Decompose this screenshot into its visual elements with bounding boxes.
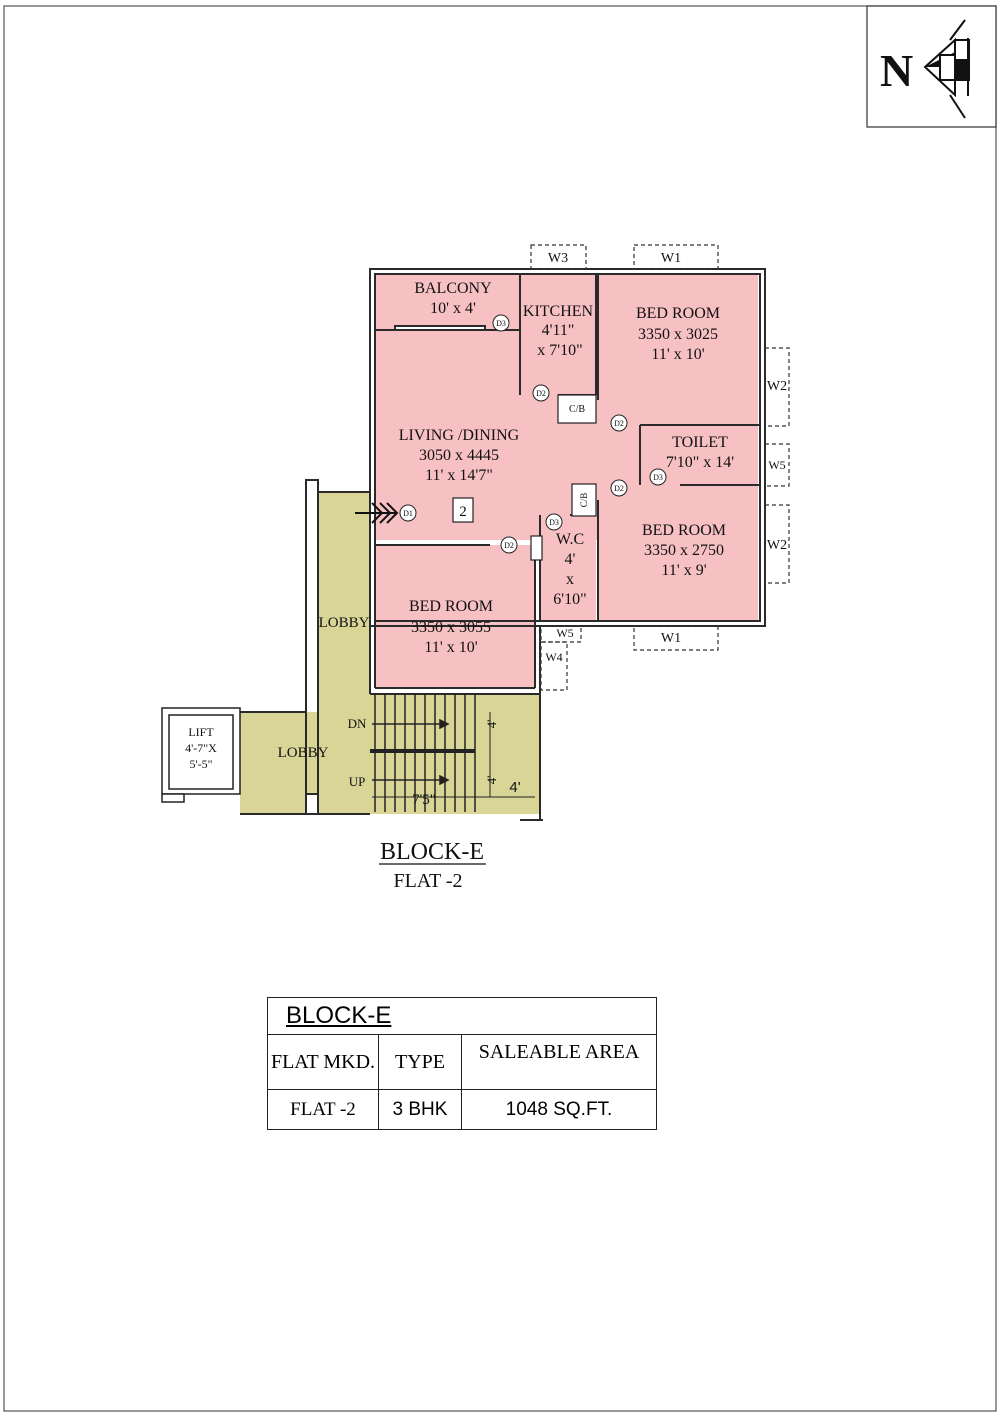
- table-title: BLOCK-E: [286, 1002, 392, 1029]
- table-cell-flat: FLAT -2: [267, 1089, 379, 1130]
- wc-size-2: x: [566, 571, 574, 588]
- flat-marker-box: [452, 497, 474, 523]
- kitchen-name: KITCHEN: [523, 303, 594, 320]
- bed2-size-ft: 11' x 9': [661, 562, 706, 579]
- table-header-area: SALEABLE AREA: [460, 1034, 658, 1090]
- lobby-horizontal-label: LOBBY: [278, 745, 329, 761]
- cupboard-wc-label: C/B: [579, 493, 589, 508]
- wc-fill: [540, 515, 596, 620]
- window-w2-lower-box: [764, 504, 790, 584]
- kitchen-size-1: 4'11": [542, 322, 575, 339]
- table-title-cell: BLOCK-E: [266, 997, 658, 1035]
- compass: N: [866, 5, 997, 128]
- windows: [530, 244, 790, 691]
- bed2-size-mm: 3350 x 2750: [644, 542, 724, 559]
- balcony-name: BALCONY: [414, 280, 492, 297]
- north-arrow-icon: [923, 19, 970, 119]
- window-w2-upper: W2: [767, 379, 787, 394]
- door-d3-wc: D3: [549, 518, 559, 527]
- stair-dn-label: DN: [348, 716, 367, 731]
- summary-table: BLOCK-E FLAT MKD. TYPE SALEABLE AREA FLA…: [266, 997, 658, 1130]
- wc-column: [530, 535, 543, 561]
- cupboards: [530, 394, 597, 561]
- walls: [240, 268, 766, 821]
- bed3-size-ft: 11' x 10': [424, 639, 477, 656]
- entry-arrow-icon: [355, 502, 399, 524]
- cupboard-kitchen: [557, 394, 597, 424]
- wc-size-1: 4': [565, 551, 576, 568]
- room-fills: [375, 275, 758, 688]
- lift: [161, 707, 241, 803]
- kitchen-size-2: x 7'10": [537, 342, 582, 359]
- stair-up-label: UP: [349, 774, 366, 789]
- wc-name: W.C: [556, 531, 584, 548]
- window-w4: W4: [545, 650, 562, 664]
- lobby-vertical-label: LOBBY: [319, 615, 370, 631]
- window-w3: W3: [548, 251, 568, 266]
- door-d2-bed2: D2: [614, 484, 624, 493]
- window-w1-top: W1: [661, 251, 681, 266]
- door-d2-bed3: D2: [504, 541, 514, 550]
- window-w1-bottom-box: [633, 625, 719, 651]
- lift-label: LIFT: [188, 725, 214, 739]
- table-cell-area: 1048 SQ.FT.: [460, 1089, 658, 1130]
- window-w2-lower: W2: [767, 538, 787, 553]
- lift-size-1: 4'-7"X: [185, 741, 217, 755]
- stair-flight-2: 4': [484, 776, 499, 785]
- door-d2-kitchen: D2: [536, 389, 546, 398]
- window-w5-right-box: [764, 443, 790, 487]
- wc-size-3: 6'10": [553, 591, 586, 608]
- bed1-name: BED ROOM: [636, 305, 720, 322]
- door-d3-balcony: D3: [496, 319, 506, 328]
- stair-width-label: 7'5": [412, 792, 436, 808]
- bed1-size-ft: 11' x 10': [651, 346, 704, 363]
- cupboard-wc: [571, 483, 597, 517]
- door-tags: [399, 314, 667, 554]
- window-w3-box: [530, 244, 587, 270]
- page-border: [3, 5, 997, 1412]
- toilet-size: 7'10" x 14': [666, 454, 734, 471]
- caption-flat: FLAT -2: [393, 870, 462, 892]
- compass-label: N: [880, 45, 913, 96]
- door-d1: D1: [403, 509, 413, 518]
- window-w4-box: [540, 641, 568, 691]
- table-cell-type: 3 BHK: [378, 1089, 462, 1130]
- toilet-name: TOILET: [672, 434, 728, 451]
- flat-marker: 2: [459, 504, 467, 520]
- table-header-type: TYPE: [378, 1034, 462, 1090]
- bed3-size-mm: 3350 x 3055: [411, 619, 491, 636]
- stairs: [370, 694, 535, 812]
- window-w1-bottom: W1: [661, 631, 681, 646]
- balcony-size: 10' x 4': [430, 300, 476, 317]
- stair-flight-1: 4': [484, 720, 499, 729]
- bed2-name: BED ROOM: [642, 522, 726, 539]
- living-size-ft: 11' x 14'7": [425, 467, 493, 484]
- window-w2-upper-box: [764, 347, 790, 427]
- bed3-fill: [375, 545, 535, 688]
- stair-depth-label: 4': [509, 779, 520, 796]
- table-header-flat: FLAT MKD.: [267, 1034, 379, 1090]
- living-name: LIVING /DINING: [399, 427, 520, 444]
- door-d2-bed1: D2: [614, 419, 624, 428]
- window-w5-right: W5: [768, 458, 785, 472]
- window-w5-bottom: W5: [556, 626, 573, 640]
- window-w1-top-box: [633, 244, 719, 270]
- caption-block: BLOCK-E: [380, 839, 484, 865]
- cupboard-kitchen-label: C/B: [569, 404, 585, 415]
- door-d3-toilet: D3: [653, 473, 663, 482]
- bed2-fill: [598, 485, 758, 620]
- living-size-mm: 3050 x 4445: [419, 447, 499, 464]
- bed3-name: BED ROOM: [409, 598, 493, 615]
- bed1-size-mm: 3350 x 3025: [638, 326, 718, 343]
- lift-size-2: 5'-5": [189, 757, 212, 771]
